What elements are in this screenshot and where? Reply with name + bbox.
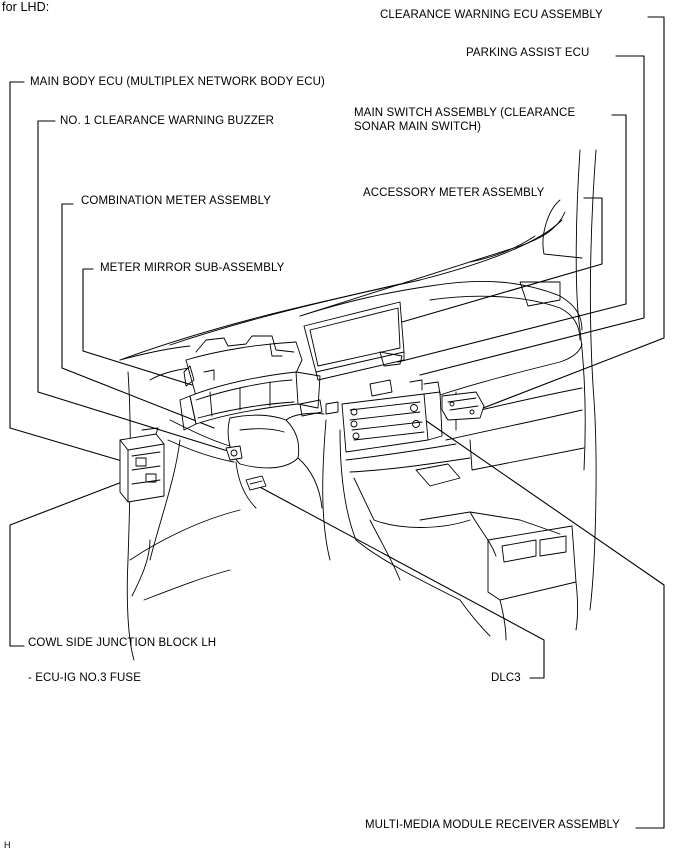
variant-heading: for LHD: [2, 0, 50, 14]
label-buzzer: NO. 1 CLEARANCE WARNING BUZZER [60, 115, 275, 127]
leader-clearance-warning-ecu [477, 16, 665, 411]
footer-mark: H [4, 840, 11, 850]
accessory-meter-display [303, 301, 405, 381]
multimedia-receiver [341, 381, 443, 453]
label-main-body-ecu: MAIN BODY ECU (MULTIPLEX NETWORK BODY EC… [30, 76, 325, 88]
label-main-switch-line1: MAIN SWITCH ASSEMBLY (CLEARANCE [354, 107, 576, 119]
leader-meter-mirror [82, 268, 193, 386]
main-body-ecu [119, 427, 165, 503]
leader-main-switch [397, 114, 627, 363]
label-cowl-side-jb: COWL SIDE JUNCTION BLOCK LH [28, 637, 217, 649]
label-multimedia-receiver: MULTI-MEDIA MODULE RECEIVER ASSEMBLY [365, 819, 620, 831]
leader-dlc3 [255, 484, 545, 679]
label-dlc3: DLC3 [491, 672, 521, 684]
buzzer [225, 445, 243, 461]
leader-combination-meter [61, 203, 215, 429]
label-parking-assist-ecu: PARKING ASSIST ECU [466, 47, 590, 59]
leader-parking-assist-ecu [419, 55, 645, 376]
label-fuse: - ECU-IG NO.3 FUSE [28, 672, 141, 684]
leader-accessory-meter [401, 197, 603, 323]
dashboard-body [119, 149, 597, 661]
clearance-warning-ecu [441, 391, 485, 421]
leader-main-body-ecu [9, 81, 123, 462]
label-accessory-meter: ACCESSORY METER ASSEMBLY [363, 187, 545, 199]
label-meter-mirror: METER MIRROR SUB-ASSEMBLY [100, 262, 285, 274]
leader-buzzer [37, 120, 232, 453]
label-combination-meter: COMBINATION METER ASSEMBLY [81, 195, 272, 207]
label-clearance-warning-ecu: CLEARANCE WARNING ECU ASSEMBLY [380, 9, 603, 21]
leader-lines [9, 16, 665, 829]
dash-details [203, 369, 423, 417]
dlc3-connector [245, 475, 267, 491]
leader-cowl-side-jb [9, 481, 123, 647]
label-main-switch-line2: SONAR MAIN SWITCH) [354, 121, 482, 133]
leader-multimedia-receiver [424, 419, 665, 829]
combination-meter [179, 371, 321, 431]
